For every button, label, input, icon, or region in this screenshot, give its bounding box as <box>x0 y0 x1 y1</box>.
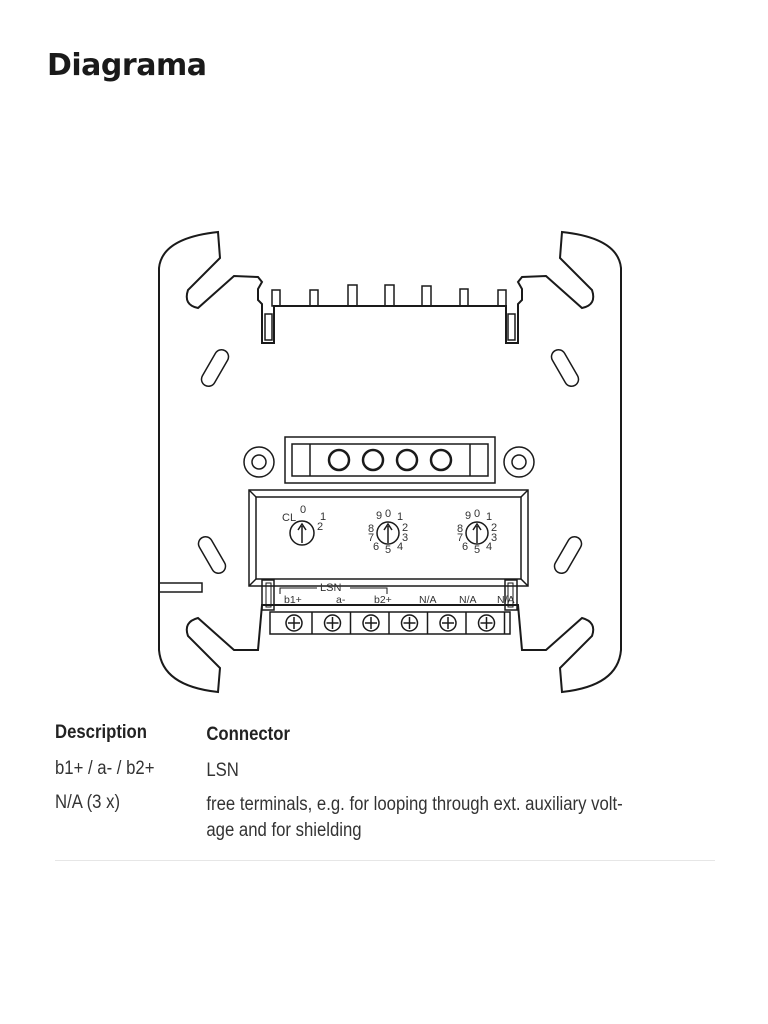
terminal-screw <box>323 612 352 634</box>
cell-connector: LSN <box>206 760 239 781</box>
table-divider <box>55 860 715 861</box>
terminal-label: a- <box>336 594 346 606</box>
dial-label: 1 <box>320 511 326 523</box>
mounting-slots <box>197 348 583 575</box>
housing-outline <box>158 230 622 694</box>
terminal-label: b1+ <box>284 594 302 606</box>
lsn-bracket <box>279 587 388 594</box>
terminal-block <box>261 579 518 635</box>
terminal-label: N/A <box>497 594 515 606</box>
dial-label: 2 <box>317 521 323 533</box>
dial-label: 5 <box>474 544 480 556</box>
dial-label: 2 <box>402 522 408 534</box>
dial-label: 4 <box>486 541 492 553</box>
terminal-label: N/A <box>419 594 437 606</box>
dial-label: 3 <box>402 532 408 544</box>
dial-label: 8 <box>457 523 463 535</box>
dial-cl: CL 0 1 2 <box>282 504 326 546</box>
dial-label: 9 <box>376 510 382 522</box>
cell-description: b1+ / a- / b2+ <box>55 758 155 779</box>
header-description: Description <box>55 722 147 743</box>
terminal-label: b2+ <box>374 594 392 606</box>
connector-strip <box>284 436 496 484</box>
terminal-labels: b1+ a- b2+ N/A N/A N/A <box>284 594 515 606</box>
terminal-screw <box>285 612 313 634</box>
address-switch-panel <box>248 489 529 587</box>
top-clips <box>264 284 516 341</box>
terminal-screw <box>400 612 429 634</box>
dial-units <box>465 521 489 545</box>
dial-tens <box>376 521 400 545</box>
table-row: b1+ / a- / b2+ LSN <box>55 758 636 784</box>
dial-label: 9 <box>465 510 471 522</box>
terminal-screw <box>477 612 506 634</box>
cell-connector: free terminals, e.g. for looping through… <box>206 794 623 841</box>
terminal-screw <box>439 612 467 634</box>
terminal-screw <box>362 612 390 634</box>
cell-description: N/A (3 x) <box>55 792 121 813</box>
dial-label: 8 <box>368 523 374 535</box>
dial-label: 6 <box>373 541 379 553</box>
screw-holes <box>243 446 535 478</box>
dial-label: 7 <box>457 532 463 544</box>
table-row: N/A (3 x) free terminals, e.g. for loopi… <box>55 792 636 844</box>
header-connector: Connector <box>206 724 290 745</box>
dial-label: 0 <box>474 508 480 520</box>
dial-label: 0 <box>300 504 306 516</box>
dial-label: 3 <box>491 532 497 544</box>
dial-label: 1 <box>397 511 403 523</box>
dial-label: 4 <box>397 541 403 553</box>
dial-label: 7 <box>368 532 374 544</box>
terminal-label: N/A <box>459 594 477 606</box>
lsn-label: LSN <box>320 582 341 594</box>
dial-label: 1 <box>486 511 492 523</box>
table-header: Description Connector <box>55 722 636 748</box>
dial-label: 6 <box>462 541 468 553</box>
dial-label: CL <box>282 512 296 524</box>
dial-label: 2 <box>491 522 497 534</box>
dial-label: 5 <box>385 544 391 556</box>
dial-label: 0 <box>385 508 391 520</box>
connector-table: Description Connector b1+ / a- / b2+ LSN… <box>55 722 715 844</box>
side-tab <box>158 582 203 593</box>
page-title: Diagrama <box>47 48 207 83</box>
